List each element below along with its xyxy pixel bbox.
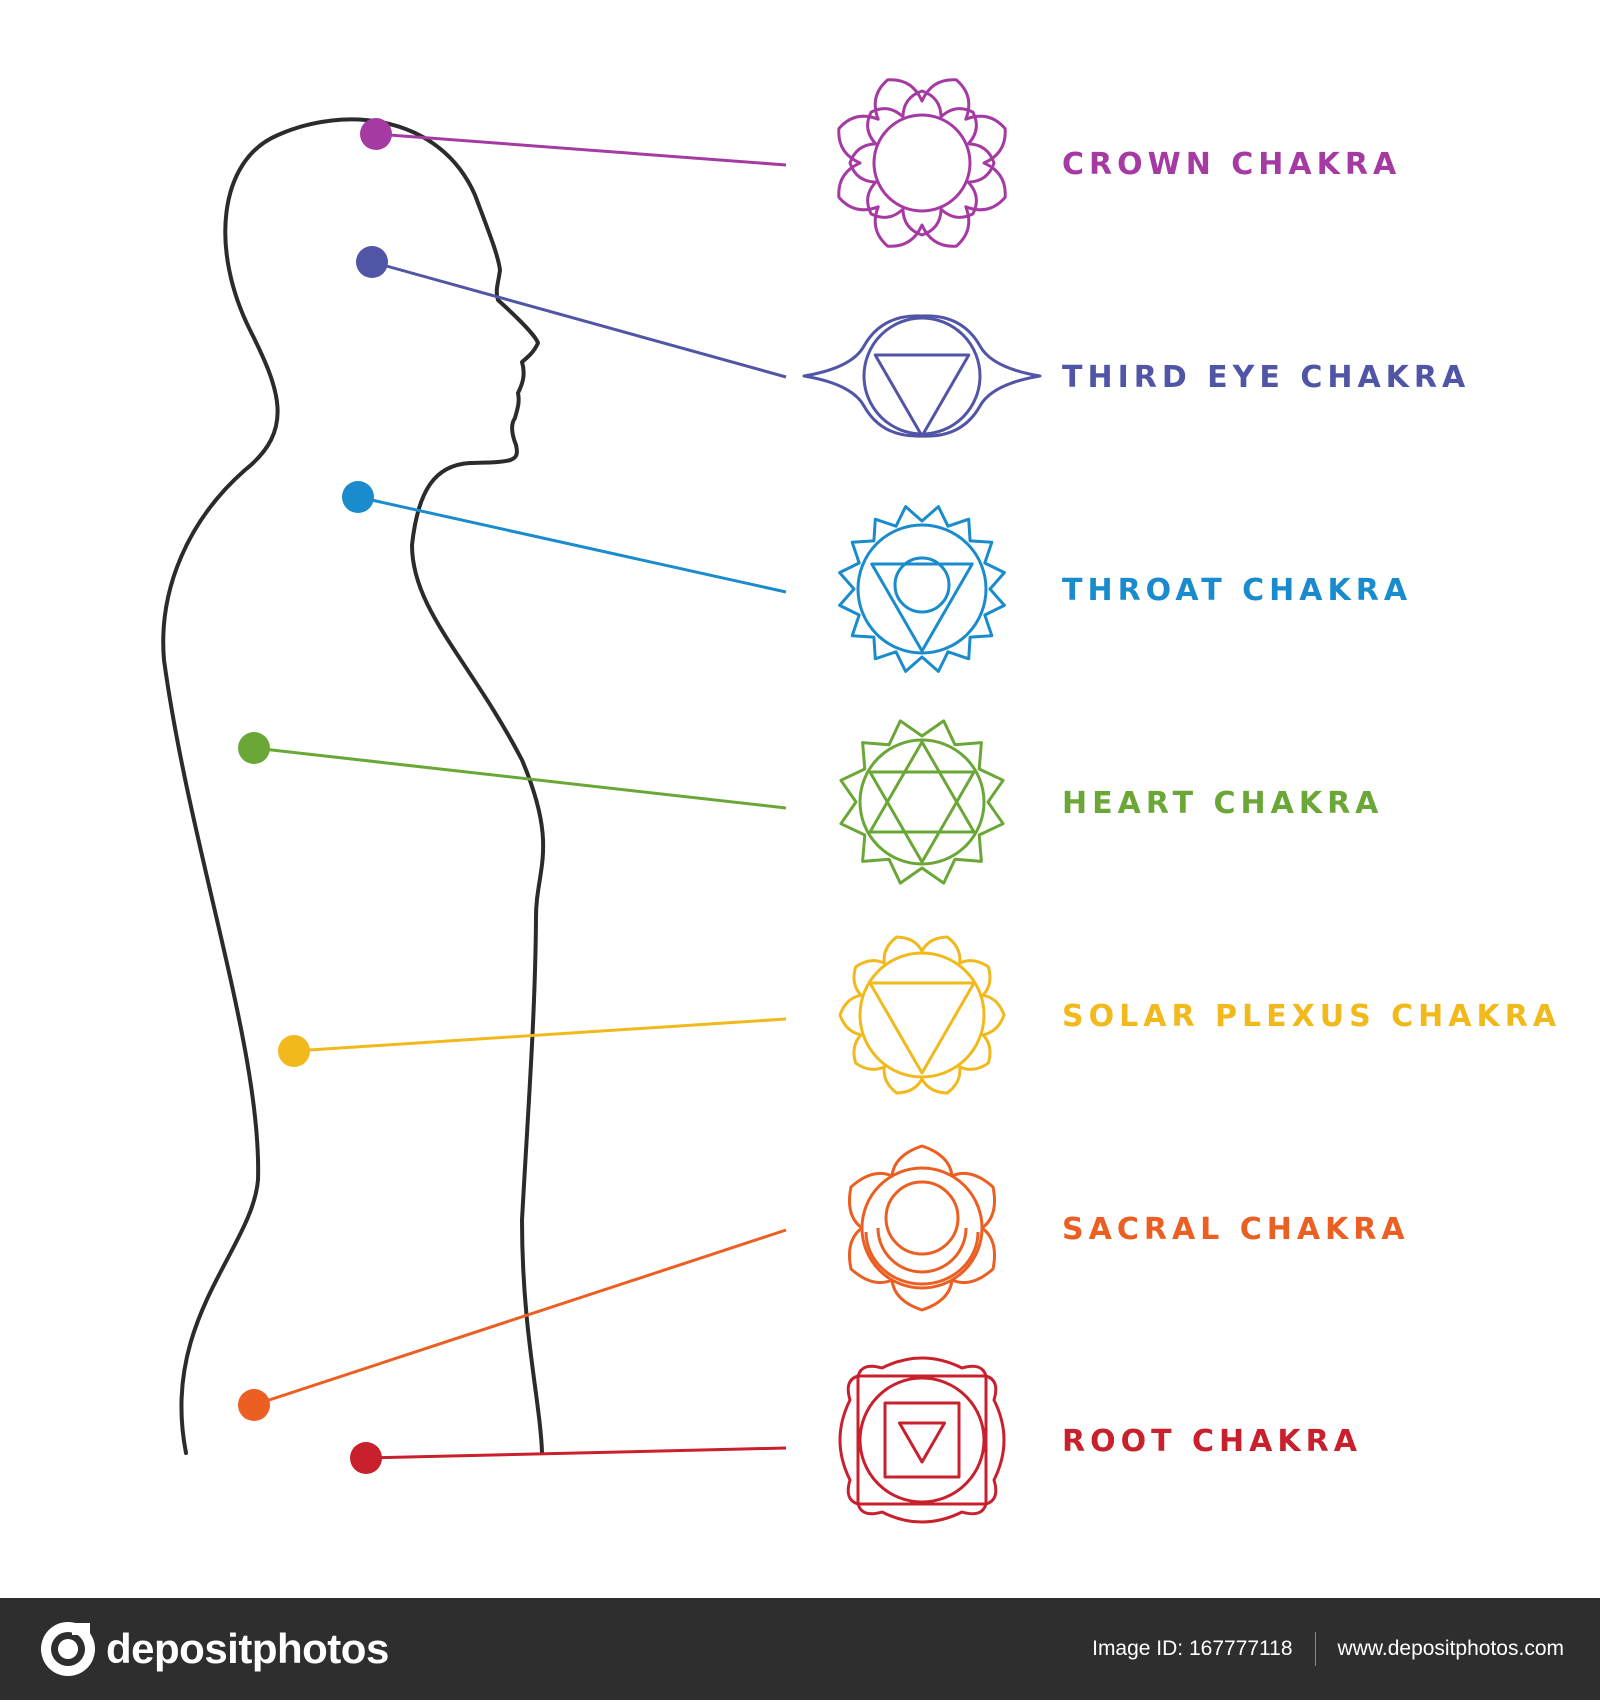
chakra-point-1	[360, 118, 392, 150]
solar-plexus-icon	[838, 935, 1006, 1095]
sacral-lotus-icon	[847, 1144, 997, 1312]
connector-line-4	[253, 746, 787, 810]
stock-footer: depositphotos Image ID: 167777118 www.de…	[0, 1598, 1600, 1700]
connector-line-7	[365, 1446, 787, 1460]
brand-name: depositphotos	[106, 1625, 389, 1672]
chakra-label-1: CROWN CHAKRA	[1062, 147, 1401, 182]
website-link[interactable]: www.depositphotos.com	[1337, 1637, 1564, 1660]
depositphotos-logo: depositphotos	[38, 1618, 389, 1680]
connector-line-1	[375, 132, 787, 167]
chakra-label-2: THIRD EYE CHAKRA	[1062, 360, 1470, 395]
chakra-diagram: CROWN CHAKRA THIRD EYE CHAKRA THROAT CHAKR…	[161, 78, 1561, 1524]
connector-line-5	[293, 1017, 787, 1053]
footer-divider	[1314, 1632, 1316, 1666]
chakra-label-7: ROOT CHAKRA	[1062, 1424, 1362, 1459]
chakra-point-4	[238, 732, 270, 764]
chakra-point-3	[342, 481, 374, 513]
image-id-text: Image ID: 167777118	[1092, 1637, 1293, 1660]
chakra-point-5	[278, 1035, 310, 1067]
connector-line-3	[357, 495, 787, 594]
chakra-point-2	[356, 246, 388, 278]
crown-lotus-icon	[837, 78, 1007, 248]
chakra-point-7	[350, 1442, 382, 1474]
chakra-point-6	[238, 1389, 270, 1421]
chakra-label-6: SACRAL CHAKRA	[1062, 1212, 1410, 1247]
connector-line-2	[371, 260, 787, 379]
chakra-label-4: HEART CHAKRA	[1062, 786, 1383, 821]
chakra-label-5: SOLAR PLEXUS CHAKRA	[1062, 999, 1561, 1034]
chakra-label-3: THROAT CHAKRA	[1062, 573, 1412, 608]
throat-lotus-icon	[838, 505, 1006, 673]
camera-logo-icon	[41, 1622, 95, 1676]
third-eye-icon	[802, 314, 1042, 438]
heart-hexagram-icon	[839, 719, 1005, 885]
chakra-diagram-svg: CROWN CHAKRA THIRD EYE CHAKRA THROAT CHAKR…	[161, 78, 1561, 1524]
connector-line-6	[253, 1228, 787, 1407]
human-body-outline	[161, 117, 546, 1455]
root-square-icon	[838, 1356, 1006, 1524]
